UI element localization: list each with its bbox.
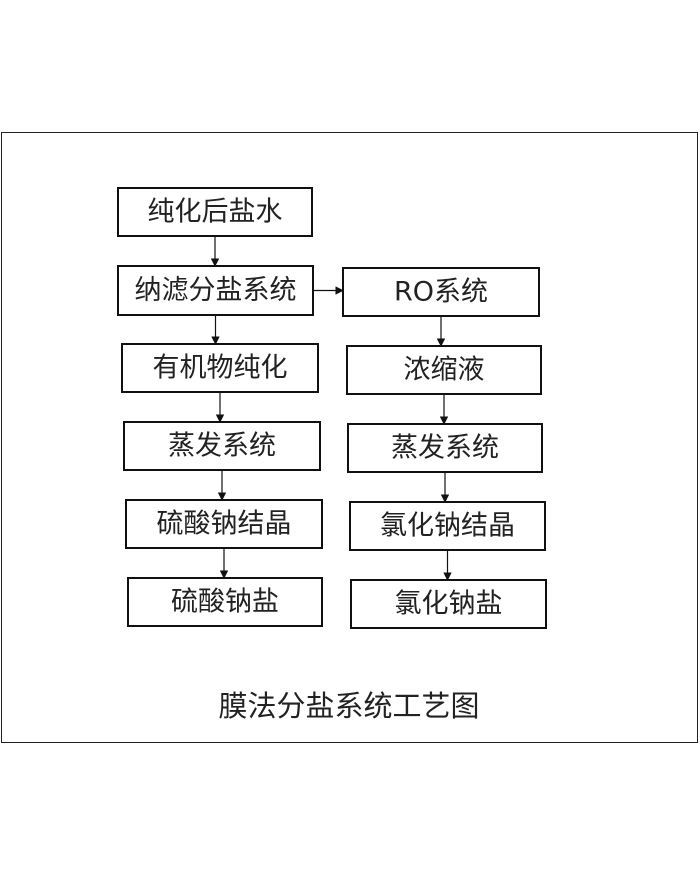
flow-node-label: 氯化钠盐 — [395, 589, 503, 620]
flow-node-n4: 蒸发系统 — [123, 421, 321, 471]
flow-node-label: 蒸发系统 — [168, 431, 276, 462]
diagram-caption: 膜法分盐系统工艺图 — [218, 689, 479, 723]
flow-node-n3: 有机物纯化 — [121, 343, 319, 393]
diagram-frame — [1, 132, 698, 743]
flow-node-label: 纯化后盐水 — [148, 197, 283, 228]
flow-node-label: RO系统 — [394, 277, 488, 308]
flow-node-box — [121, 343, 319, 393]
flow-node-label: 纳滤分盐系统 — [135, 275, 297, 306]
flow-node-label: 有机物纯化 — [153, 353, 288, 384]
flow-node-box — [342, 267, 540, 317]
flow-node-box — [117, 187, 313, 237]
flow-node-label: 硫酸钠结晶 — [157, 509, 292, 540]
flow-node-box — [349, 501, 546, 551]
flow-node-label: 硫酸钠盐 — [171, 587, 279, 618]
flow-node-label: 氯化钠结晶 — [380, 511, 515, 542]
flow-node-n11: 氯化钠盐 — [350, 579, 547, 629]
flow-node-n6: 硫酸钠盐 — [127, 577, 323, 627]
flow-node-box — [117, 265, 314, 316]
flow-node-n9: 蒸发系统 — [347, 423, 543, 473]
flow-node-box — [350, 579, 547, 629]
flow-node-n10: 氯化钠结晶 — [349, 501, 546, 551]
flow-node-box — [346, 345, 542, 395]
flow-node-n1: 纯化后盐水 — [117, 187, 313, 237]
flow-node-n8: 浓缩液 — [346, 345, 542, 395]
flow-node-box — [123, 421, 321, 471]
flow-node-n5: 硫酸钠结晶 — [125, 499, 323, 549]
flow-node-box — [125, 499, 323, 549]
flow-node-n7: RO系统 — [342, 267, 540, 317]
flow-node-box — [127, 577, 323, 627]
flow-node-label: 蒸发系统 — [391, 433, 499, 464]
flow-node-box — [347, 423, 543, 473]
flow-node-n2: 纳滤分盐系统 — [117, 265, 314, 316]
flow-node-label: 浓缩液 — [404, 355, 485, 386]
